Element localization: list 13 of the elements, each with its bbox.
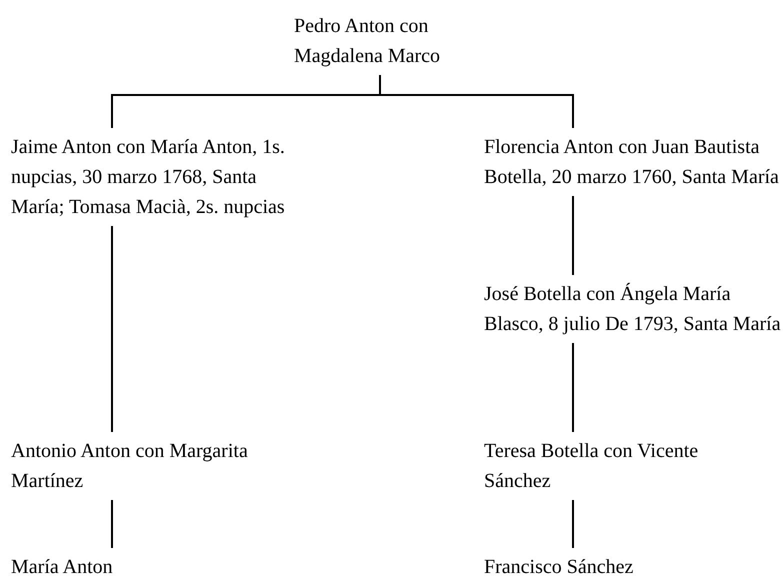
connector-line: [572, 343, 574, 432]
person-entry: María Anton: [11, 555, 114, 580]
person-entry: Pedro Anton con Magdalena Marco: [294, 14, 442, 69]
connector-line: [111, 500, 113, 548]
person-entry: Teresa Botella con Vicente Sánchez: [484, 439, 700, 494]
connector-line: [111, 226, 113, 432]
person-entry: Antonio Anton con Margarita Martínez: [11, 439, 249, 494]
person-entry: José Botella con Ángela María Blasco, 8 julio De 1793, Santa María: [484, 282, 782, 337]
person-entry: Jaime Anton con María Anton, 1s. nupcias, 30 marzo 1768, Santa María; Tomasa Macià, 2s. nupcias: [11, 135, 286, 220]
person-entry: Florencia Anton con Juan Bautista Botella, 20 marzo 1760, Santa María: [484, 135, 780, 190]
connector-line: [572, 500, 574, 548]
person-entry: Francisco Sánchez: [484, 555, 634, 580]
connector-line: [572, 196, 574, 275]
